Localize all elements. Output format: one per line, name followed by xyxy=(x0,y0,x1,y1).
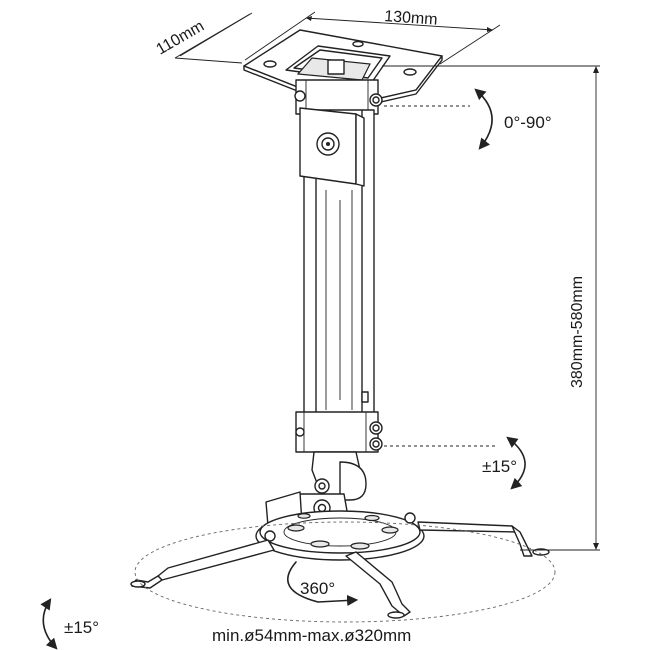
arm-right xyxy=(417,521,550,557)
arm-left xyxy=(130,539,275,589)
height-label: 380mm-580mm xyxy=(569,276,586,388)
rotating-plate xyxy=(255,510,425,561)
tilt-top-label: 0°-90° xyxy=(504,113,552,132)
tilt-top-indicator xyxy=(384,88,493,150)
mount-range-label: min.ø54mm-max.ø320mm xyxy=(212,626,411,645)
rotation-label: 360° xyxy=(300,579,335,598)
width-dimension xyxy=(244,11,501,65)
depth-dimension xyxy=(174,12,253,64)
ceiling-plate xyxy=(243,29,443,103)
tilt-bottom-label: ±15° xyxy=(64,618,99,637)
mount-range-circle xyxy=(134,521,556,623)
tilt-mid-indicator xyxy=(384,436,526,490)
depth-label: 110mm xyxy=(154,18,208,59)
upper-bracket xyxy=(294,79,383,115)
rotation-indicator xyxy=(286,561,359,607)
arm-bottom xyxy=(345,551,411,619)
pole-lock-collar xyxy=(299,107,365,187)
tilt-mid-label: ±15° xyxy=(482,457,517,476)
tilt-bottom-indicator xyxy=(40,598,58,650)
height-dimension xyxy=(382,65,600,551)
lower-bracket xyxy=(295,411,383,453)
width-label: 130mm xyxy=(384,8,438,29)
